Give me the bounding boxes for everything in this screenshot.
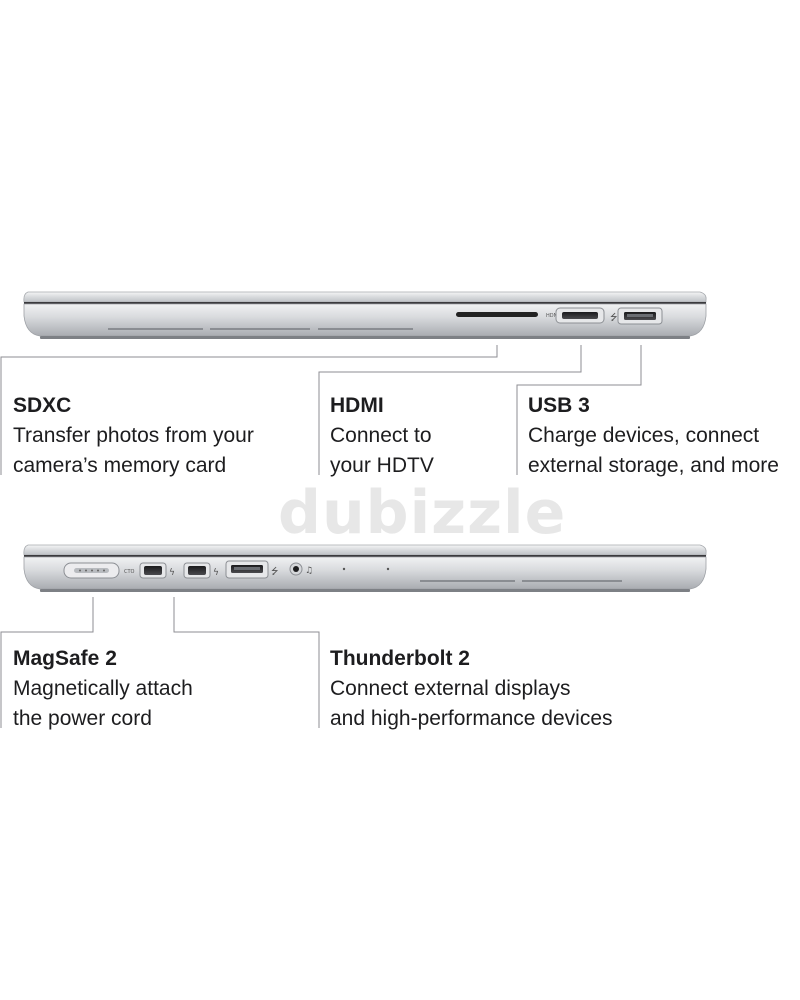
sdxc-slot-icon: HDMI [456, 312, 559, 319]
usb-port-icon [617, 307, 663, 325]
magsafe-port-icon: CTO [63, 562, 135, 579]
hdmi-port-icon [555, 307, 605, 324]
leader-lines-top [0, 345, 642, 475]
laptop-right-side: HDMI ⭍ [23, 291, 707, 339]
hdmi-callout: HDMI Connect to your HDTV [330, 391, 434, 481]
svg-text:⭍: ⭍ [271, 566, 279, 577]
dubizzle-watermark: dubizzle [278, 478, 567, 548]
svg-text:CTO: CTO [124, 569, 135, 575]
usb3-desc-line-1: Charge devices, connect [528, 424, 760, 447]
laptop-left-side: CTO ϟ ϟ ⭍ ♫ [23, 544, 707, 592]
svg-text:⭍: ⭍ [610, 312, 618, 323]
svg-text:♫: ♫ [305, 566, 313, 576]
svg-text:HDMI: HDMI [546, 313, 559, 319]
sdxc-callout: SDXC Transfer photos from your camera’s … [13, 391, 254, 481]
magsafe-desc-line-2: the power cord [13, 707, 152, 730]
magsafe-desc-line-1: Magnetically attach [13, 677, 193, 700]
headphone-jack-icon: ♫ [289, 562, 313, 576]
sdxc-desc-line-1: Transfer photos from your [13, 424, 254, 447]
thunderbolt-desc-line-1: Connect external displays [330, 677, 571, 700]
usb3-title: USB 3 [528, 394, 590, 417]
usb-port-icon: ⭍ [225, 560, 279, 579]
sdxc-desc-line-2: camera’s memory card [13, 454, 227, 477]
magsafe-title: MagSafe 2 [13, 647, 117, 670]
hdmi-desc-line-2: your HDTV [330, 454, 434, 477]
thunderbolt-callout: Thunderbolt 2 Connect external displays … [330, 644, 613, 734]
thunderbolt-port-icon: ϟ ϟ [139, 562, 219, 579]
leader-lines-bottom [0, 597, 320, 728]
svg-text:ϟ: ϟ [169, 568, 175, 578]
usb3-callout: USB 3 Charge devices, connect external s… [528, 391, 779, 481]
svg-text:ϟ: ϟ [213, 568, 219, 578]
hdmi-title: HDMI [330, 394, 384, 417]
sdxc-title: SDXC [13, 394, 72, 417]
magsafe-callout: MagSafe 2 Magnetically attach the power … [13, 644, 193, 734]
thunderbolt-title: Thunderbolt 2 [330, 647, 470, 670]
thunderbolt-desc-line-2: and high-performance devices [330, 707, 613, 730]
hdmi-desc-line-1: Connect to [330, 424, 432, 447]
usb3-desc-line-2: external storage, and more [528, 454, 779, 477]
